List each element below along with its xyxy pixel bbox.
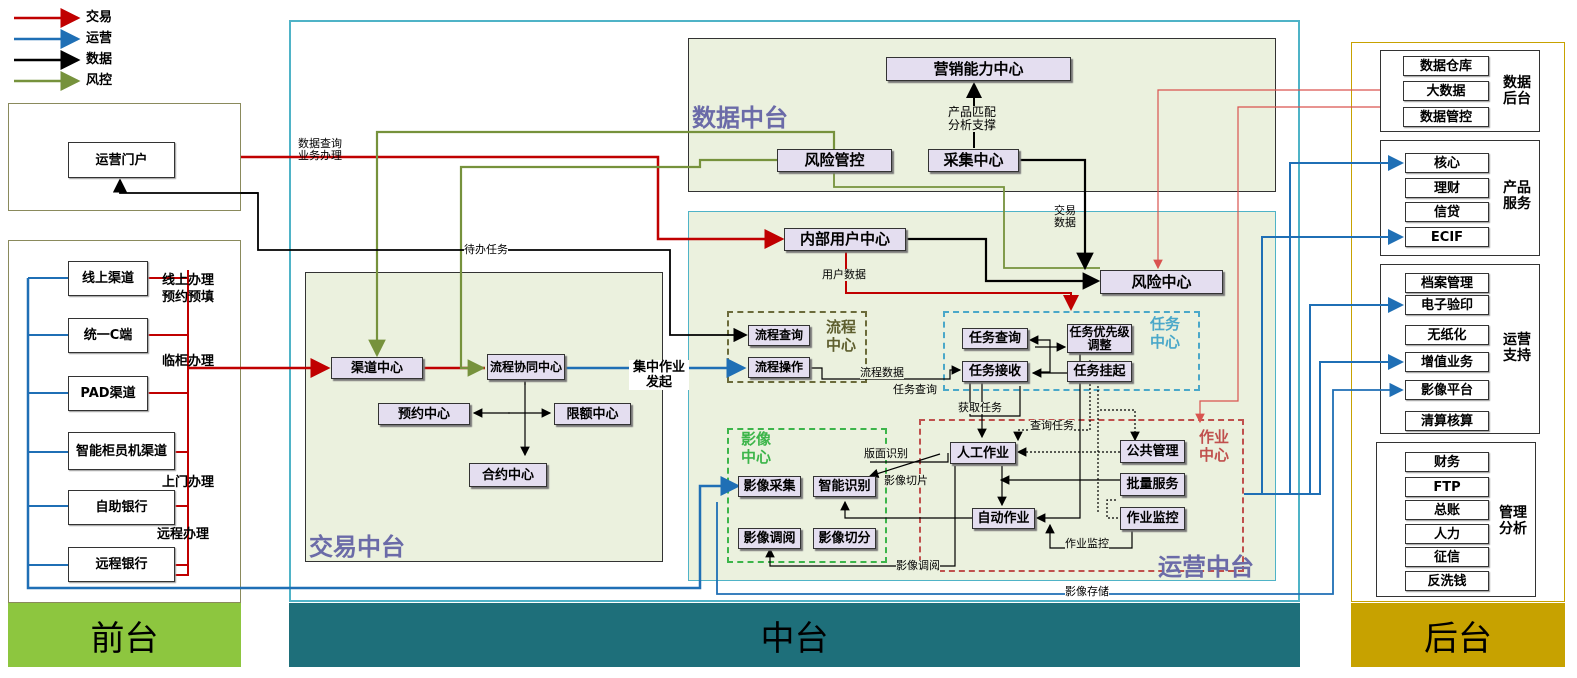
image-slice[interactable]: 影像切分 (813, 528, 876, 549)
back-frame (1351, 42, 1565, 602)
flow-coord-center[interactable]: 流程协同中心 (487, 354, 565, 380)
task-group-title: 任务中心 (1150, 315, 1181, 351)
back-core[interactable]: 核心 (1405, 153, 1489, 173)
work-center-group (919, 419, 1244, 572)
legend-trade: 交易 (86, 10, 113, 25)
back-ledger[interactable]: 总账 (1405, 500, 1489, 520)
mode-door: 上门办理 (162, 475, 215, 490)
mode-counter: 临柜办理 (162, 354, 215, 369)
channel-pad[interactable]: PAD渠道 (68, 376, 148, 411)
back-archive[interactable]: 档案管理 (1405, 273, 1489, 293)
back-data-control[interactable]: 数据管控 (1403, 107, 1489, 127)
middle-band: 中台 (289, 603, 1300, 667)
ops-portal-box[interactable]: 运营门户 (68, 142, 175, 178)
risk-control-box[interactable]: 风险管控 (777, 149, 892, 172)
channel-unified-c[interactable]: 统一C端 (68, 318, 148, 353)
channel-center[interactable]: 渠道中心 (331, 357, 423, 379)
product-match-label: 产品匹配分析支撑 (946, 105, 998, 132)
back-big-data[interactable]: 大数据 (1403, 81, 1489, 101)
legend-data: 数据 (86, 52, 113, 67)
limit-center[interactable]: 限额中心 (554, 403, 631, 425)
back-mgmt-group (1376, 442, 1536, 597)
back-ftp[interactable]: FTP (1405, 477, 1489, 497)
batch-service[interactable]: 批量服务 (1120, 473, 1185, 496)
back-hr[interactable]: 人力 (1405, 524, 1489, 544)
image-collect[interactable]: 影像采集 (738, 476, 801, 497)
label-layout-rec: 版面识别 (864, 447, 908, 460)
back-finance[interactable]: 财务 (1405, 452, 1489, 472)
back-product-title: 产品服务 (1503, 180, 1531, 212)
task-priority[interactable]: 任务优先级调整 (1067, 324, 1132, 353)
back-product-group (1380, 140, 1540, 256)
label-central: 集中作业发起 (629, 360, 689, 390)
label-pending: 待办任务 (464, 243, 508, 256)
back-paperless[interactable]: 无纸化 (1405, 325, 1489, 345)
mode-online: 线上办理预约预填 (162, 273, 215, 305)
back-image-platform[interactable]: 影像平台 (1405, 380, 1489, 400)
auto-work[interactable]: 自动作业 (972, 508, 1035, 529)
back-e-seal[interactable]: 电子验印 (1405, 295, 1489, 315)
risk-center[interactable]: 风险中心 (1100, 270, 1223, 294)
back-data-warehouse[interactable]: 数据仓库 (1403, 56, 1489, 76)
front-channel-panel (8, 240, 241, 603)
legend-ops: 运营 (86, 31, 113, 46)
label-image-store: 影像存储 (1065, 585, 1109, 598)
label-query-task: 查询任务 (1030, 419, 1074, 432)
label-image-slice: 影像切片 (884, 474, 928, 487)
contract-center[interactable]: 合约中心 (469, 463, 547, 487)
channel-self-service[interactable]: 自助银行 (68, 490, 175, 525)
label-trade-data: 交易数据 (1054, 204, 1076, 229)
booking-center[interactable]: 预约中心 (378, 403, 470, 425)
process-query[interactable]: 流程查询 (748, 325, 810, 346)
channel-remote[interactable]: 远程银行 (68, 547, 175, 582)
back-ops-group (1380, 264, 1540, 434)
legend-risk: 风控 (86, 73, 113, 88)
back-data-title: 数据后台 (1503, 75, 1531, 107)
back-credit-info[interactable]: 征信 (1405, 547, 1489, 567)
work-monitor[interactable]: 作业监控 (1120, 507, 1185, 530)
work-group-title: 作业中心 (1199, 428, 1230, 464)
back-ops-title: 运营支持 (1503, 332, 1531, 364)
manual-work[interactable]: 人工作业 (950, 442, 1016, 464)
ops-platform-title: 运营中台 (1158, 553, 1254, 581)
back-band: 后台 (1351, 603, 1565, 667)
image-view[interactable]: 影像调阅 (738, 528, 801, 549)
channel-online[interactable]: 线上渠道 (68, 261, 148, 296)
image-group-title: 影像中心 (741, 430, 772, 466)
back-clearing[interactable]: 清算核算 (1405, 411, 1489, 431)
public-management[interactable]: 公共管理 (1120, 440, 1185, 463)
front-band: 前台 (8, 603, 241, 667)
marketing-center[interactable]: 营销能力中心 (886, 57, 1071, 81)
back-aml[interactable]: 反洗钱 (1405, 571, 1489, 591)
trade-platform-title: 交易中台 (309, 533, 405, 561)
task-center-group (943, 311, 1200, 391)
task-query[interactable]: 任务查询 (962, 328, 1028, 349)
channel-smart-teller[interactable]: 智能柜员机渠道 (68, 432, 175, 470)
back-mgmt-title: 管理分析 (1499, 505, 1527, 537)
label-flow-data: 流程数据 (860, 366, 904, 379)
back-ecif[interactable]: ECIF (1405, 227, 1489, 247)
process-center-group (727, 311, 867, 383)
label-user-data: 用户数据 (822, 268, 866, 281)
back-value-added[interactable]: 增值业务 (1405, 352, 1489, 372)
label-get-task: 获取任务 (958, 401, 1002, 414)
task-suspend[interactable]: 任务挂起 (1067, 361, 1132, 382)
collect-center[interactable]: 采集中心 (928, 149, 1019, 172)
internal-user-center[interactable]: 内部用户中心 (784, 228, 906, 251)
back-credit[interactable]: 信贷 (1405, 202, 1489, 222)
back-data-group (1380, 50, 1540, 132)
back-wealth[interactable]: 理财 (1405, 178, 1489, 198)
label-work-monitor: 作业监控 (1065, 537, 1109, 550)
label-data-query: 数据查询业务办理 (298, 137, 342, 162)
mode-remote: 远程办理 (157, 527, 210, 542)
smart-recognition[interactable]: 智能识别 (813, 476, 876, 497)
label-image-view: 影像调阅 (896, 559, 940, 572)
process-group-title: 流程中心 (826, 318, 857, 354)
data-platform-title: 数据中台 (692, 104, 788, 132)
task-receive[interactable]: 任务接收 (962, 361, 1028, 382)
label-task-query: 任务查询 (893, 383, 937, 396)
process-operation[interactable]: 流程操作 (748, 357, 810, 378)
